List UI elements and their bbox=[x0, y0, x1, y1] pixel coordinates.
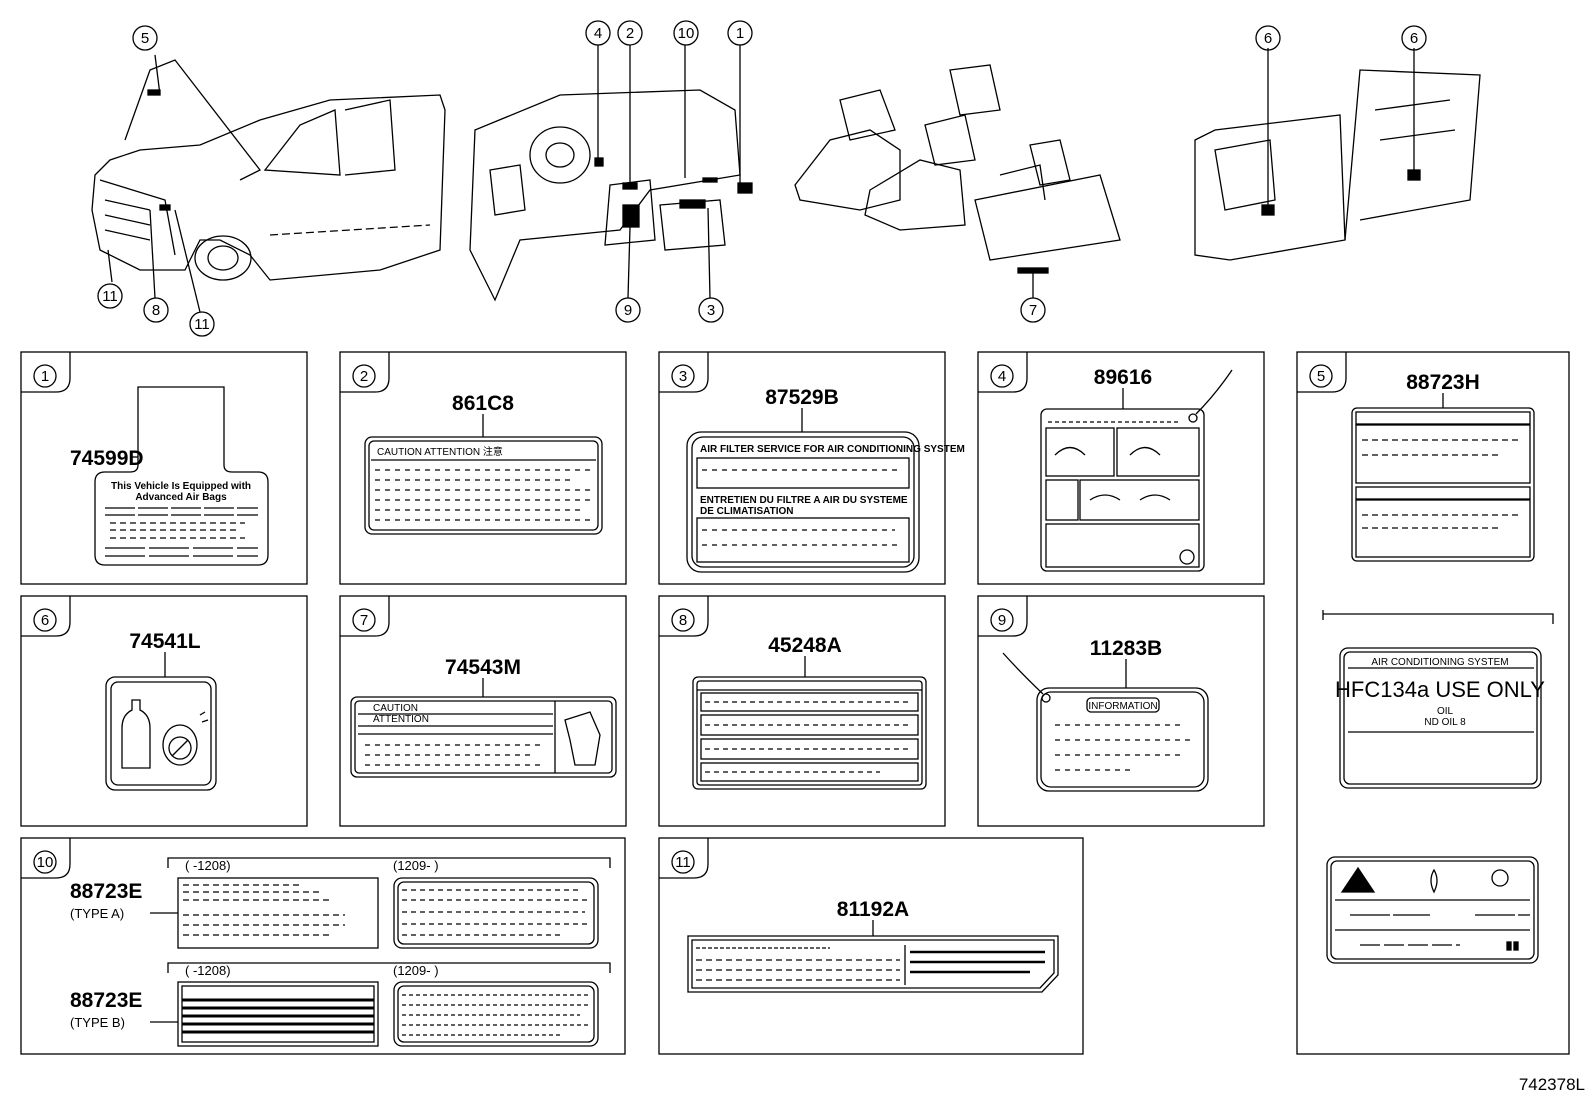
panel-10-part-number-b: 88723E bbox=[70, 989, 142, 1012]
panel-3: 3 87529B AIR FILTER SERVICE FOR AIR COND… bbox=[658, 351, 965, 585]
panel-3-number: 3 bbox=[679, 368, 687, 385]
panel-5-label-line-2: HFC134a USE ONLY bbox=[1335, 677, 1545, 702]
panel-9-part-number: 11283B bbox=[1090, 637, 1162, 660]
panel-10-range-early-b: ( -1208) bbox=[185, 963, 231, 978]
panel-2: 2 861C8 CAUTION ATTENTION 注意 bbox=[339, 351, 627, 585]
panel-7-label-line-2: ATTENTION bbox=[373, 714, 429, 725]
panel-4-part-number: 89616 bbox=[1094, 366, 1152, 389]
panel-8: 8 45248A bbox=[658, 595, 946, 827]
panel-2-part-number: 861C8 bbox=[452, 392, 514, 415]
panel-1-label-line-1: This Vehicle Is Equipped with bbox=[111, 481, 251, 492]
callout-8-top: 8 bbox=[152, 302, 160, 319]
panel-7-part-number: 74543M bbox=[445, 656, 521, 679]
callout-1-top: 1 bbox=[736, 25, 744, 42]
callout-11-right: 11 bbox=[194, 316, 210, 333]
dashboard-illustration bbox=[469, 45, 753, 302]
callout-5-top: 5 bbox=[141, 30, 149, 47]
panel-1-part-number: 74599D bbox=[70, 447, 144, 470]
callout-4-top: 4 bbox=[594, 25, 602, 42]
panel-10-range-early-a: ( -1208) bbox=[185, 858, 231, 873]
panel-10-part-number-a: 88723E bbox=[70, 880, 142, 903]
rear-seats-illustration bbox=[794, 64, 1121, 298]
panel-7: 7 74543M CAUTION ATTENTION bbox=[339, 595, 627, 827]
callout-6-top-left: 6 bbox=[1264, 30, 1272, 47]
panel-9: 9 11283B INFORMATION bbox=[977, 595, 1265, 827]
diagram-id: 742378L bbox=[1519, 1075, 1585, 1094]
panel-10-range-late-a: (1209- ) bbox=[393, 858, 439, 873]
panel-11-part-number: 81192A bbox=[837, 898, 909, 921]
panel-7-label-line-1: CAUTION bbox=[373, 703, 418, 714]
panel-10: 10 88723E (TYPE A) 88723E (TYPE B) ( -12… bbox=[20, 837, 626, 1055]
panel-10-number: 10 bbox=[37, 854, 54, 871]
panel-11: 11 81192A bbox=[658, 837, 1084, 1055]
panel-4: 4 89616 bbox=[977, 351, 1265, 585]
doors-illustration bbox=[1194, 48, 1481, 261]
callout-3-top: 3 bbox=[707, 302, 715, 319]
panel-1-number: 1 bbox=[41, 368, 49, 385]
callout-2-top: 2 bbox=[626, 25, 634, 42]
panel-5: 5 88723H AIR CONDITIONING SYSTEM HFC134a… bbox=[1296, 351, 1570, 1055]
panel-10-range-late-b: (1209- ) bbox=[393, 963, 439, 978]
panel-6-number: 6 bbox=[41, 612, 49, 629]
panel-5-label-line-3: OIL bbox=[1437, 706, 1454, 717]
panel-10-type-a: (TYPE A) bbox=[70, 906, 124, 921]
panel-8-number: 8 bbox=[679, 612, 687, 629]
panel-5-label-line-1: AIR CONDITIONING SYSTEM bbox=[1371, 657, 1508, 668]
panel-3-part-number: 87529B bbox=[765, 386, 839, 409]
callout-10-top: 10 bbox=[678, 25, 695, 42]
callout-9-top: 9 bbox=[624, 302, 632, 319]
panel-1: 1 74599D This Vehicle Is Equipped with A… bbox=[20, 351, 308, 585]
panel-10-type-b: (TYPE B) bbox=[70, 1015, 125, 1030]
panel-9-number: 9 bbox=[998, 612, 1006, 629]
panel-5-number: 5 bbox=[1317, 368, 1325, 385]
callout-6-top-right: 6 bbox=[1410, 30, 1418, 47]
panel-6-part-number: 74541L bbox=[129, 630, 200, 653]
panel-7-number: 7 bbox=[360, 612, 368, 629]
callout-11-left: 11 bbox=[102, 288, 118, 305]
panel-3-label-line-2: ENTRETIEN DU FILTRE A AIR DU SYSTEME bbox=[700, 495, 908, 506]
panel-2-number: 2 bbox=[360, 368, 368, 385]
panel-5-part-number: 88723H bbox=[1406, 371, 1480, 394]
panel-5-label-line-4: ND OIL 8 bbox=[1424, 717, 1466, 728]
panel-6: 6 74541L bbox=[20, 595, 308, 827]
vehicle-exterior-illustration bbox=[91, 54, 446, 313]
panel-3-label-line-3: DE CLIMATISATION bbox=[700, 506, 794, 517]
panel-11-number: 11 bbox=[675, 854, 691, 871]
panel-2-label-line-1: CAUTION ATTENTION 注意 bbox=[377, 445, 503, 458]
panel-8-part-number: 45248A bbox=[768, 634, 842, 657]
callout-7-top: 7 bbox=[1029, 302, 1037, 319]
panel-4-number: 4 bbox=[998, 368, 1006, 385]
panel-3-label-line-1: AIR FILTER SERVICE FOR AIR CONDITIONING … bbox=[700, 444, 965, 455]
panel-1-label-line-2: Advanced Air Bags bbox=[135, 492, 227, 503]
panel-9-label-line-1: INFORMATION bbox=[1088, 701, 1157, 712]
top-callouts: 5 11 8 11 4 2 10 1 9 3 7 6 6 bbox=[97, 20, 1427, 337]
